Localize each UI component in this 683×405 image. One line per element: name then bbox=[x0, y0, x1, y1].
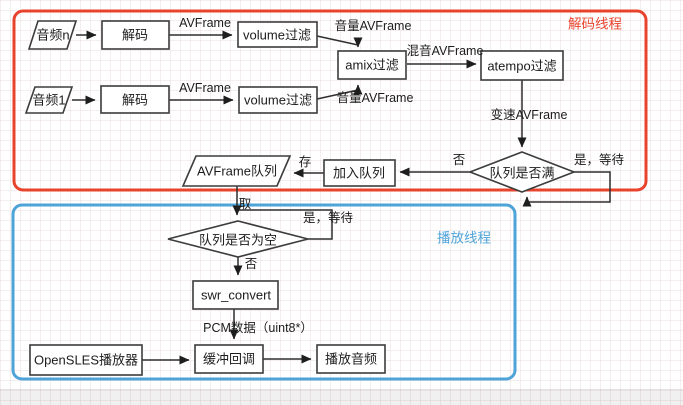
decode-1-node bbox=[100, 85, 170, 114]
queue-empty-decision-node bbox=[167, 220, 309, 258]
volume-avframe-n-edge-label: 音量AVFrame bbox=[335, 18, 412, 33]
queue-full-decision-label: 队列是否满 bbox=[489, 166, 554, 181]
enqueue-node bbox=[323, 159, 396, 187]
canvas-bottom-edge bbox=[0, 389, 683, 405]
playback-thread-label: 播放线程 bbox=[437, 231, 491, 246]
decode-1-label: 解码 bbox=[122, 93, 148, 108]
audio-1-label: 音频1 bbox=[32, 93, 65, 108]
avframe-queue-node bbox=[181, 155, 292, 187]
opensles-player-node bbox=[29, 344, 143, 376]
opensles-player-label: OpenSLES播放器 bbox=[34, 353, 138, 368]
avframe-n-edge-label: AVFrame bbox=[179, 16, 231, 30]
queue-empty-no-edge-label: 否 bbox=[245, 257, 258, 271]
store-edge-label: 存 bbox=[299, 155, 312, 169]
decode-thread-label: 解码线程 bbox=[568, 17, 622, 32]
decode-n-node bbox=[101, 20, 170, 50]
volume-filter-1-label: volume过滤 bbox=[244, 93, 312, 108]
play-audio-node bbox=[316, 344, 386, 374]
playback-thread-boundary bbox=[11, 203, 517, 381]
queue-full-yes-wait-edge-label: 是，等待 bbox=[574, 152, 625, 167]
volume-avframe-1-edge-label: 音量AVFrame bbox=[337, 90, 414, 105]
decode-thread-boundary bbox=[12, 9, 648, 192]
audio-n-label: 音频n bbox=[36, 28, 69, 43]
atempo-filter-label: atempo过滤 bbox=[487, 59, 556, 74]
buffer-callback-node bbox=[194, 344, 264, 374]
atempo-filter-node bbox=[480, 50, 564, 81]
pcm-data-edge-label: PCM数据（uint8*） bbox=[203, 320, 313, 335]
mixed-avframe-edge-label: 混音AVFrame bbox=[407, 43, 484, 58]
decode-n-label: 解码 bbox=[122, 28, 148, 43]
swr-convert-node bbox=[192, 280, 279, 310]
edge-queue-empty-wait-loop bbox=[239, 209, 333, 240]
audio-1-node bbox=[24, 86, 74, 114]
enqueue-label: 加入队列 bbox=[333, 166, 385, 181]
queue-empty-yes-wait-edge-label: 是，等待 bbox=[303, 210, 354, 225]
volume-filter-n-label: volume过滤 bbox=[243, 28, 311, 43]
speed-avframe-edge-label: 变速AVFrame bbox=[491, 107, 568, 122]
queue-full-no-edge-label: 否 bbox=[453, 153, 466, 167]
audio-n-node bbox=[27, 20, 78, 50]
play-audio-label: 播放音频 bbox=[325, 352, 377, 367]
avframe-queue-label: AVFrame队列 bbox=[197, 164, 277, 179]
amix-filter-node bbox=[337, 50, 407, 80]
edge-queue-full-wait-loop bbox=[522, 171, 611, 207]
amix-filter-label: amix过滤 bbox=[345, 58, 398, 73]
swr-convert-label: swr_convert bbox=[201, 288, 271, 303]
edge-volume-n-to-amix bbox=[316, 35, 363, 48]
avframe-1-edge-label: AVFrame bbox=[179, 81, 231, 95]
volume-filter-1-node bbox=[238, 86, 318, 114]
take-edge-label: 取 bbox=[239, 197, 252, 211]
edge-volume-1-to-amix bbox=[316, 84, 363, 100]
buffer-callback-label: 缓冲回调 bbox=[203, 352, 255, 367]
queue-full-decision-node bbox=[467, 151, 577, 193]
queue-empty-decision-label: 队列是否为空 bbox=[199, 233, 277, 248]
volume-filter-n-node bbox=[237, 21, 318, 48]
